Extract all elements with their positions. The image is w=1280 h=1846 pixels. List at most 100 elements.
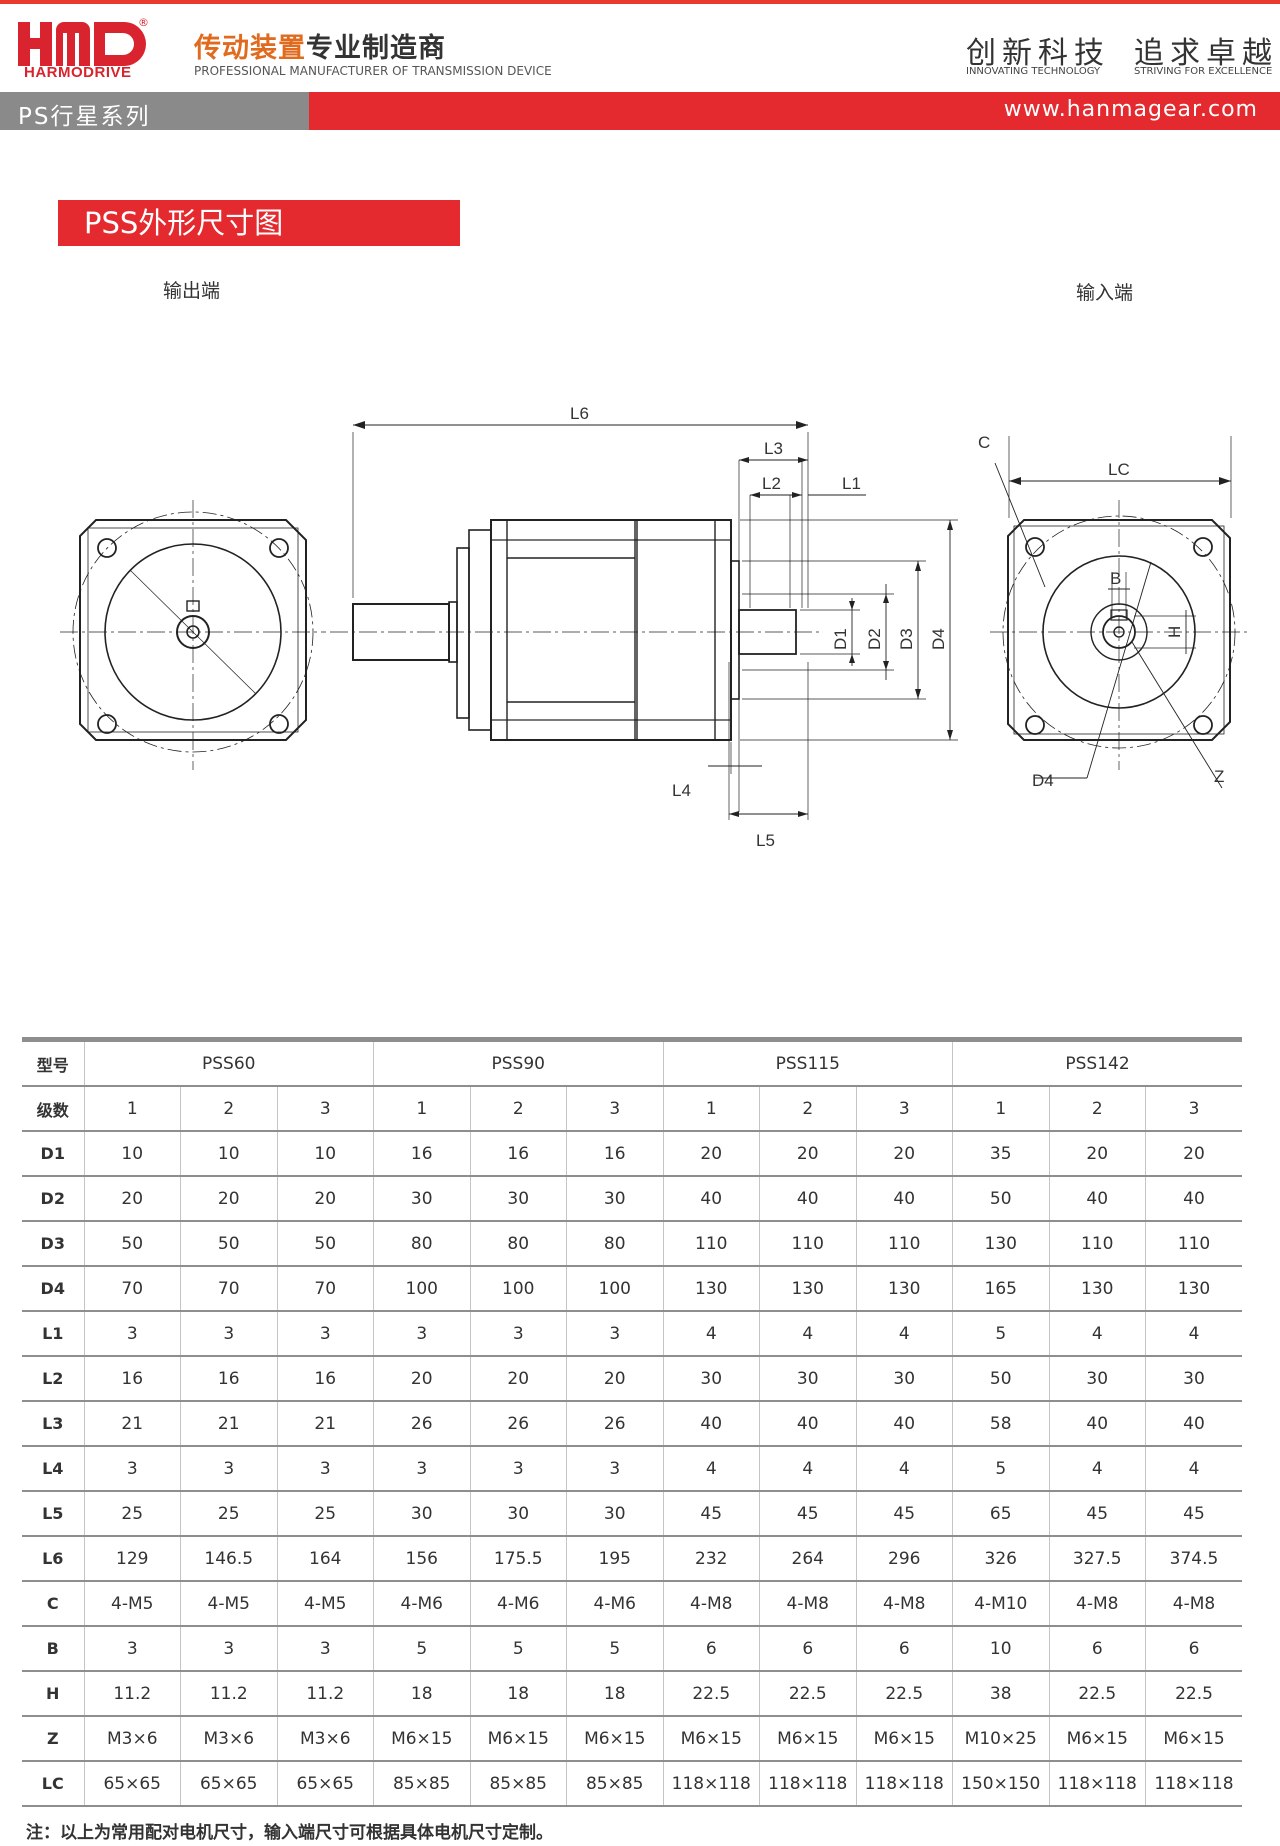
- spec-cell: 4-M8: [759, 1581, 856, 1627]
- spec-cell: 10: [276, 1131, 374, 1177]
- dim-l3-label: L3: [764, 439, 783, 458]
- dim-lc-label: LC: [1108, 460, 1130, 479]
- spec-cell: 4: [855, 1446, 953, 1492]
- spec-cell: 45: [759, 1491, 856, 1537]
- spec-cell: 38: [952, 1671, 1049, 1717]
- spec-cell: 3: [180, 1626, 277, 1672]
- spec-cell: 4-M5: [276, 1581, 374, 1627]
- spec-cell: 118×118: [759, 1761, 856, 1807]
- dim-d1-label: D1: [831, 628, 850, 650]
- spec-cell: 165: [952, 1266, 1049, 1312]
- dimension-drawing: L6 L3 L2 L1 L4 L5 D1 D2 D3 D4 C LC B H D…: [60, 404, 1250, 850]
- spec-cell: M6×15: [469, 1716, 567, 1762]
- spec-cell: 4-M8: [855, 1581, 953, 1627]
- stage-cell: 3: [855, 1086, 953, 1132]
- spec-cell: 22.5: [759, 1671, 856, 1717]
- slogan-innovation: 创新科技: [966, 36, 1110, 71]
- spec-cell: 30: [469, 1176, 567, 1222]
- spec-cell: 25: [83, 1491, 181, 1537]
- spec-cell: 3: [180, 1446, 277, 1492]
- spec-row-label: L6: [22, 1536, 84, 1582]
- spec-cell: 85×85: [469, 1761, 567, 1807]
- stage-cell: 2: [759, 1086, 856, 1132]
- model-pss90: PSS90: [373, 1037, 663, 1087]
- tagline-rest: 专业制造商: [306, 33, 446, 64]
- spec-cell: 130: [662, 1266, 760, 1312]
- spec-cell: 4: [1145, 1446, 1242, 1492]
- spec-cell: 175.5: [469, 1536, 567, 1582]
- hmd-logo: [18, 22, 146, 66]
- spec-cell: 3: [83, 1311, 181, 1357]
- spec-cell: 264: [759, 1536, 856, 1582]
- spec-cell: 3: [83, 1626, 181, 1672]
- spec-cell: 25: [276, 1491, 374, 1537]
- dim-d2-label: D2: [865, 628, 884, 650]
- spec-cell: 296: [855, 1536, 953, 1582]
- stage-cell: 2: [469, 1086, 567, 1132]
- spec-cell: 232: [662, 1536, 760, 1582]
- spec-cell: 20: [83, 1176, 181, 1222]
- spec-cell: 80: [566, 1221, 663, 1267]
- spec-cell: 30: [469, 1491, 567, 1537]
- spec-cell: 4-M10: [952, 1581, 1049, 1627]
- spec-cell: 6: [662, 1626, 760, 1672]
- spec-cell: 3: [373, 1311, 470, 1357]
- spec-cell: 22.5: [855, 1671, 953, 1717]
- spec-cell: 45: [1048, 1491, 1146, 1537]
- spec-cell: 5: [373, 1626, 470, 1672]
- spec-cell: 3: [276, 1446, 374, 1492]
- spec-cell: M3×6: [83, 1716, 181, 1762]
- spec-cell: 10: [952, 1626, 1049, 1672]
- spec-cell: 30: [1145, 1356, 1242, 1402]
- spec-cell: M10×25: [952, 1716, 1049, 1762]
- spec-cell: 20: [469, 1356, 567, 1402]
- spec-cell: 4: [759, 1446, 856, 1492]
- spec-cell: 110: [1048, 1221, 1146, 1267]
- dim-l4-label: L4: [672, 781, 691, 800]
- spec-cell: 22.5: [1048, 1671, 1146, 1717]
- spec-cell: 4-M6: [373, 1581, 470, 1627]
- stage-cell: 3: [276, 1086, 374, 1132]
- spec-cell: 20: [1048, 1131, 1146, 1177]
- spec-row-label: D4: [22, 1266, 84, 1312]
- section-title: PSS外形尺寸图: [58, 200, 460, 246]
- spec-cell: 118×118: [855, 1761, 953, 1807]
- spec-cell: 20: [1145, 1131, 1242, 1177]
- stage-cell: 3: [1145, 1086, 1242, 1132]
- spec-cell: 20: [373, 1356, 470, 1402]
- spec-cell: 100: [469, 1266, 567, 1312]
- website-link[interactable]: www.hanmagear.com: [1003, 97, 1258, 122]
- spec-cell: 65×65: [276, 1761, 374, 1807]
- spec-cell: 40: [855, 1176, 953, 1222]
- spec-cell: 3: [180, 1311, 277, 1357]
- spec-cell: 16: [373, 1131, 470, 1177]
- slogan-excellence: 追求卓越: [1134, 36, 1278, 71]
- tagline-cn: 传动装置专业制造商: [194, 26, 446, 65]
- spec-cell: 40: [1145, 1176, 1242, 1222]
- spec-cell: 22.5: [1145, 1671, 1242, 1717]
- spec-cell: 26: [373, 1401, 470, 1447]
- spec-cell: 110: [855, 1221, 953, 1267]
- spec-cell: 4-M8: [662, 1581, 760, 1627]
- spec-cell: 18: [373, 1671, 470, 1717]
- spec-cell: 50: [952, 1356, 1049, 1402]
- spec-cell: 50: [276, 1221, 374, 1267]
- spec-row-label: L3: [22, 1401, 84, 1447]
- dim-d4-input-label: D4: [1032, 771, 1054, 790]
- spec-cell: 4: [759, 1311, 856, 1357]
- spec-cell: 40: [759, 1401, 856, 1447]
- spec-cell: M6×15: [566, 1716, 663, 1762]
- spec-cell: 110: [662, 1221, 760, 1267]
- stage-cell: 1: [952, 1086, 1049, 1132]
- spec-cell: 11.2: [180, 1671, 277, 1717]
- spec-row-label: L1: [22, 1311, 84, 1357]
- model-pss115: PSS115: [662, 1037, 953, 1087]
- spec-cell: 4-M5: [180, 1581, 277, 1627]
- spec-row-label: C: [22, 1581, 84, 1627]
